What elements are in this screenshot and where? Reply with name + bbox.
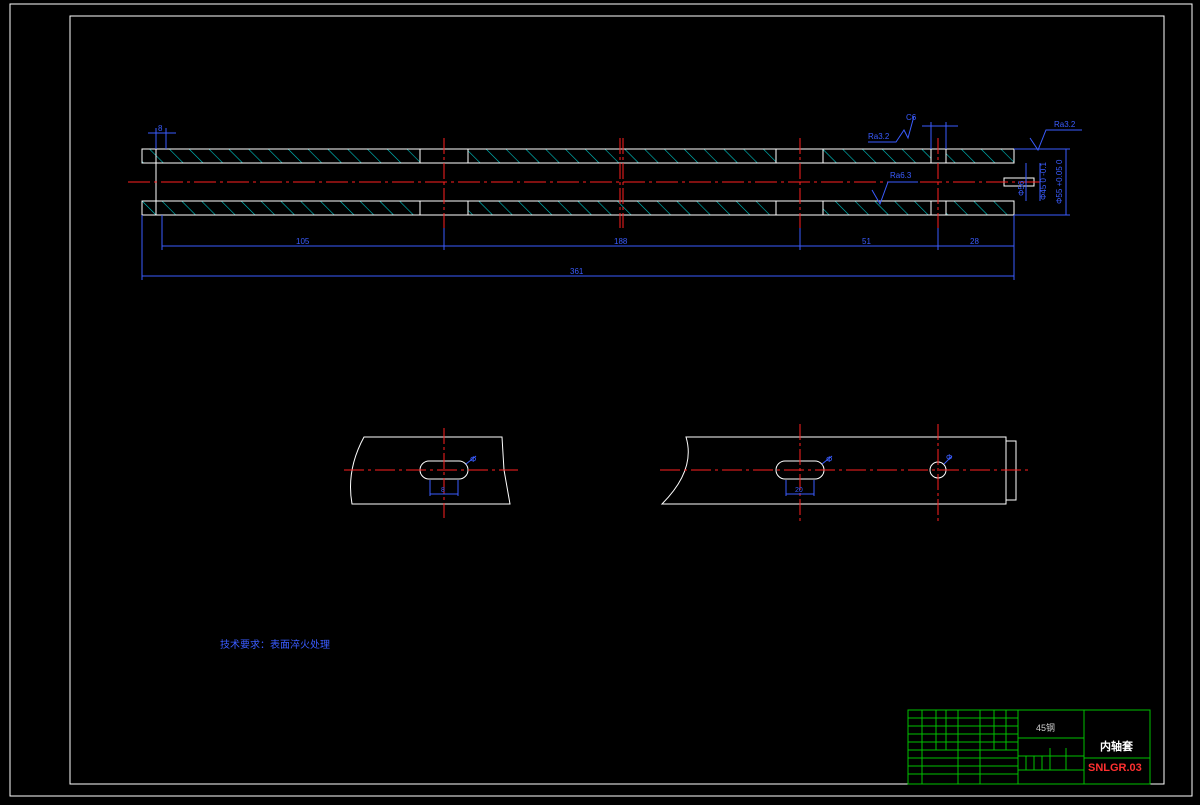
roughness-label-1: Ra3.2: [868, 132, 890, 141]
slot-partial-view-right: [660, 424, 1032, 524]
chamfer-callout: C6: [906, 113, 917, 122]
dim-text-overall: 361: [570, 267, 584, 276]
title-block: [907, 709, 1151, 785]
slot-partial-view-left: [344, 428, 518, 518]
diameter-label-3: Φ55 +0.05 0: [1055, 159, 1064, 204]
part-name: 内轴套: [1100, 739, 1134, 753]
dim-text-8: 8: [158, 124, 163, 133]
outer-border: [9, 3, 1193, 797]
slot-right-length: 20: [795, 487, 803, 494]
dim-text-105: 105: [296, 237, 310, 246]
slot-left-symbol: Φ: [470, 455, 476, 464]
material-label: 45钢: [1036, 722, 1055, 733]
diameter-label-2: Φ45 0 -0.1: [1039, 161, 1048, 200]
hole-right-symbol: Φ: [946, 453, 952, 462]
dimension-lines: [141, 115, 1082, 280]
slot-right-symbol: Φ: [826, 455, 832, 464]
roughness-label-3: Ra3.2: [1054, 120, 1076, 129]
dim-text-51: 51: [862, 237, 871, 246]
drawing-number: SNLGR.03: [1088, 762, 1142, 774]
dimension-texts: 8 105 188 51 28 361 Ra3.2 Ra6.3 Ra3.2 C6…: [158, 113, 1076, 276]
diameter-label-1: Φ56: [1017, 180, 1026, 196]
inner-border: [69, 15, 1165, 785]
technical-requirements: 技术要求：表面淬火处理: [220, 638, 330, 651]
shaft-section-view: [128, 138, 1040, 228]
slot-left-width: 8: [441, 487, 445, 494]
dim-text-188: 188: [614, 237, 628, 246]
roughness-label-2: Ra6.3: [890, 171, 912, 180]
dim-text-28: 28: [970, 237, 979, 246]
